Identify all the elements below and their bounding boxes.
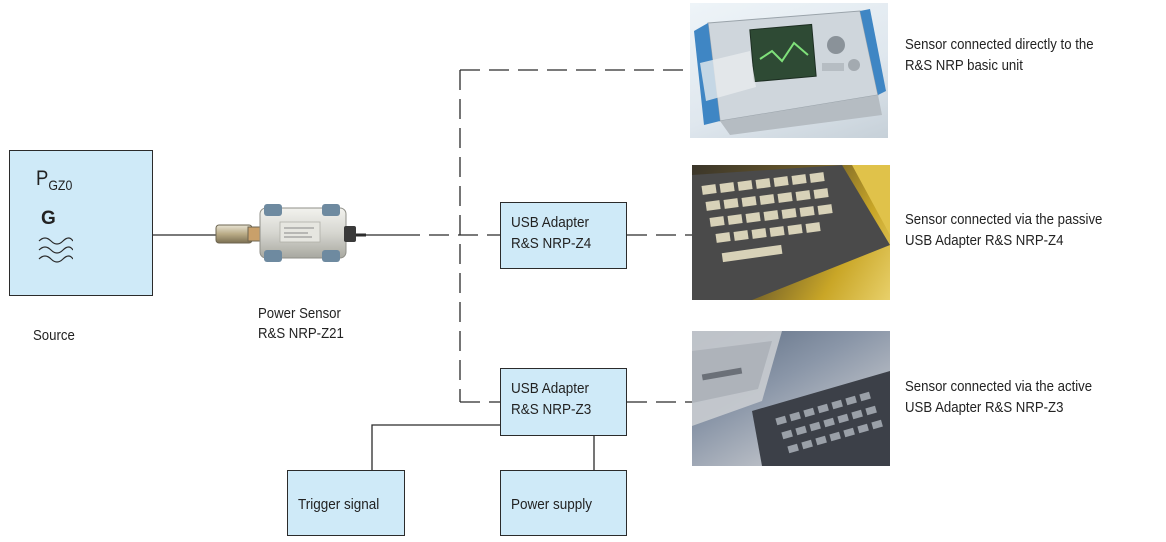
- laptop-illustration: [692, 165, 890, 300]
- source-symbol-sub: GZ0: [48, 177, 73, 194]
- laptop-photo: [692, 165, 890, 300]
- z3-to-trigger-wire: [371, 424, 500, 470]
- generator-letter: G: [41, 208, 56, 229]
- passive-desc-line2: USB Adapter R&S NRP-Z4: [905, 232, 1064, 249]
- usb-adapter-z4-box: USB Adapter R&S NRP-Z4: [500, 202, 627, 269]
- sensor-caption-line1: Power Sensor: [258, 305, 341, 322]
- desktop-pc-photo: [692, 331, 890, 466]
- basic-unit-desc-line1: Sensor connected directly to the: [905, 36, 1094, 53]
- z3-label-line2: R&S NRP-Z3: [511, 401, 592, 418]
- sensor-caption-line2: R&S NRP-Z21: [258, 325, 344, 342]
- power-supply-label: Power supply: [511, 496, 593, 513]
- source-power-symbol: PGZ0: [36, 167, 72, 197]
- passive-desc-line1: Sensor connected via the passive: [905, 211, 1103, 228]
- desktop-pc-illustration: [692, 331, 890, 466]
- trigger-signal-box: Trigger signal: [287, 470, 405, 536]
- nrp-basic-unit-illustration: [694, 9, 886, 135]
- power-sensor-device: [215, 204, 366, 262]
- sine-wave-icon: [38, 237, 73, 263]
- usb-adapter-z3-box: USB Adapter R&S NRP-Z3: [500, 368, 627, 436]
- active-desc-line2: USB Adapter R&S NRP-Z3: [905, 399, 1064, 416]
- z3-label-line1: USB Adapter: [511, 380, 590, 397]
- basic-unit-desc-line2: R&S NRP basic unit: [905, 57, 1023, 74]
- z4-label-line2: R&S NRP-Z4: [511, 235, 592, 252]
- power-supply-box: Power supply: [500, 470, 627, 536]
- z4-label-line1: USB Adapter: [511, 214, 590, 231]
- sensor-cable-boot: [344, 226, 356, 242]
- source-symbol-main: P: [36, 167, 49, 190]
- source-box: PGZ0 G: [9, 150, 153, 296]
- sensor-rf-connector: [215, 224, 253, 244]
- trigger-signal-label: Trigger signal: [298, 496, 380, 513]
- nrp-basic-unit-photo: [690, 3, 888, 138]
- source-caption: Source: [33, 327, 75, 344]
- active-desc-line1: Sensor connected via the active: [905, 378, 1093, 395]
